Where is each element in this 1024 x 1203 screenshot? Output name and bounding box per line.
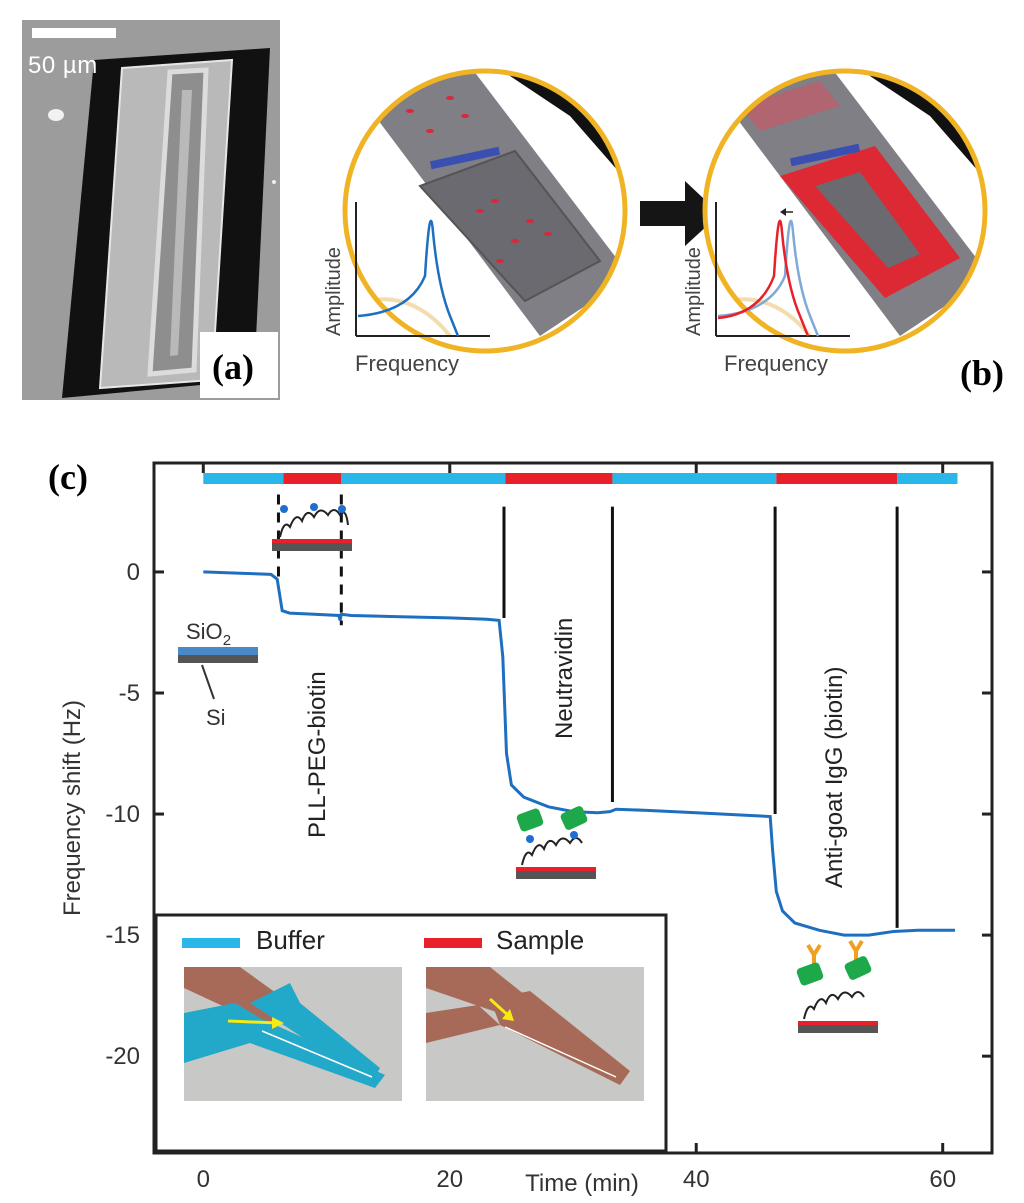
step-label-anti-goat-igg: Anti-goat IgG (biotin): [821, 667, 848, 888]
x-tick-label: 20: [436, 1166, 463, 1193]
antibody-cartoon: [796, 939, 878, 1033]
panel-a-label-box: [200, 332, 278, 398]
oxide-layer: [178, 647, 258, 655]
x-tick-label: 0: [197, 1166, 210, 1193]
right-resonance-plot: [715, 202, 850, 337]
scale-bar-label: 50 µm: [28, 52, 98, 79]
left-amplitude-label: Amplitude: [323, 247, 345, 336]
y-tick-label: -20: [105, 1043, 140, 1070]
resonance-schematic: Amplitude Frequency Amplitude Frequency: [323, 68, 988, 376]
pll-peg-biotin-cartoon: [272, 503, 352, 551]
step-label-neutravidin: Neutravidin: [551, 618, 578, 739]
plot-frame: [152, 461, 994, 1155]
legend-sample-swatch: [424, 938, 482, 948]
transition-arrow: [640, 181, 720, 246]
sample-flow-segment: [283, 473, 342, 484]
frequency-trace: [203, 570, 955, 937]
scale-bar: [32, 28, 116, 38]
right-magnifier-ring: [702, 68, 988, 354]
left-resonance-plot: [355, 202, 490, 337]
sem-micrograph: [22, 20, 280, 400]
panel-c-label: (c): [48, 457, 88, 497]
left-magnifier-ring: [342, 68, 628, 354]
buffer-flow-render: [184, 967, 402, 1101]
panel-a-label: (a): [212, 347, 254, 387]
event-lines: [276, 494, 899, 928]
substrate-diagram: SiO2 Si: [178, 619, 258, 730]
panel-b: Amplitude Frequency Amplitude Frequency …: [300, 36, 1024, 396]
y-tick-label: -15: [105, 922, 140, 949]
buffer-flow-segment: [341, 473, 506, 484]
legend-sample-label: Sample: [496, 925, 584, 955]
sio2-label: SiO2: [186, 619, 231, 649]
frequency-shift-chart: 0 20 40 60 0 -5 -10 -15 -20 Time (min) Frequency…: [59, 461, 994, 1197]
flow-indicator-bar: [203, 473, 958, 484]
y-tick-label: -10: [105, 801, 140, 828]
silicon-layer: [178, 655, 258, 663]
y-axis-label: Frequency shift (Hz): [59, 700, 86, 916]
panel-b-label: (b): [960, 353, 1004, 393]
buffer-flow-segment: [612, 473, 777, 484]
x-tick-label: 40: [683, 1166, 710, 1193]
si-label: Si: [206, 705, 226, 730]
left-frequency-label: Frequency: [355, 351, 459, 376]
legend-buffer-label: Buffer: [256, 925, 325, 955]
y-tick-label: -5: [119, 680, 140, 707]
neutravidin-cartoon: [516, 806, 596, 879]
legend-box: Buffer Sample: [154, 913, 668, 1153]
legend-buffer-swatch: [182, 938, 240, 948]
right-magnifier: [705, 71, 985, 351]
left-magnifier: [345, 71, 625, 351]
right-frequency-label: Frequency: [724, 351, 828, 376]
right-amplitude-label: Amplitude: [683, 247, 705, 336]
x-tick-label: 60: [929, 1166, 956, 1193]
x-axis-label: Time (min): [525, 1170, 639, 1197]
axis-ticks: 0 20 40 60 0 -5 -10 -15 -20: [105, 463, 992, 1193]
sample-flow-render: [426, 967, 644, 1101]
panel-a: 50 µm (a): [22, 20, 280, 400]
step-label-pll-peg-biotin: PLL-PEG-biotin: [304, 671, 331, 838]
sample-flow-segment: [505, 473, 613, 484]
buffer-flow-segment: [203, 473, 284, 484]
buffer-flow-segment: [897, 473, 958, 484]
sample-flow-segment: [776, 473, 898, 484]
y-tick-label: 0: [127, 559, 140, 586]
